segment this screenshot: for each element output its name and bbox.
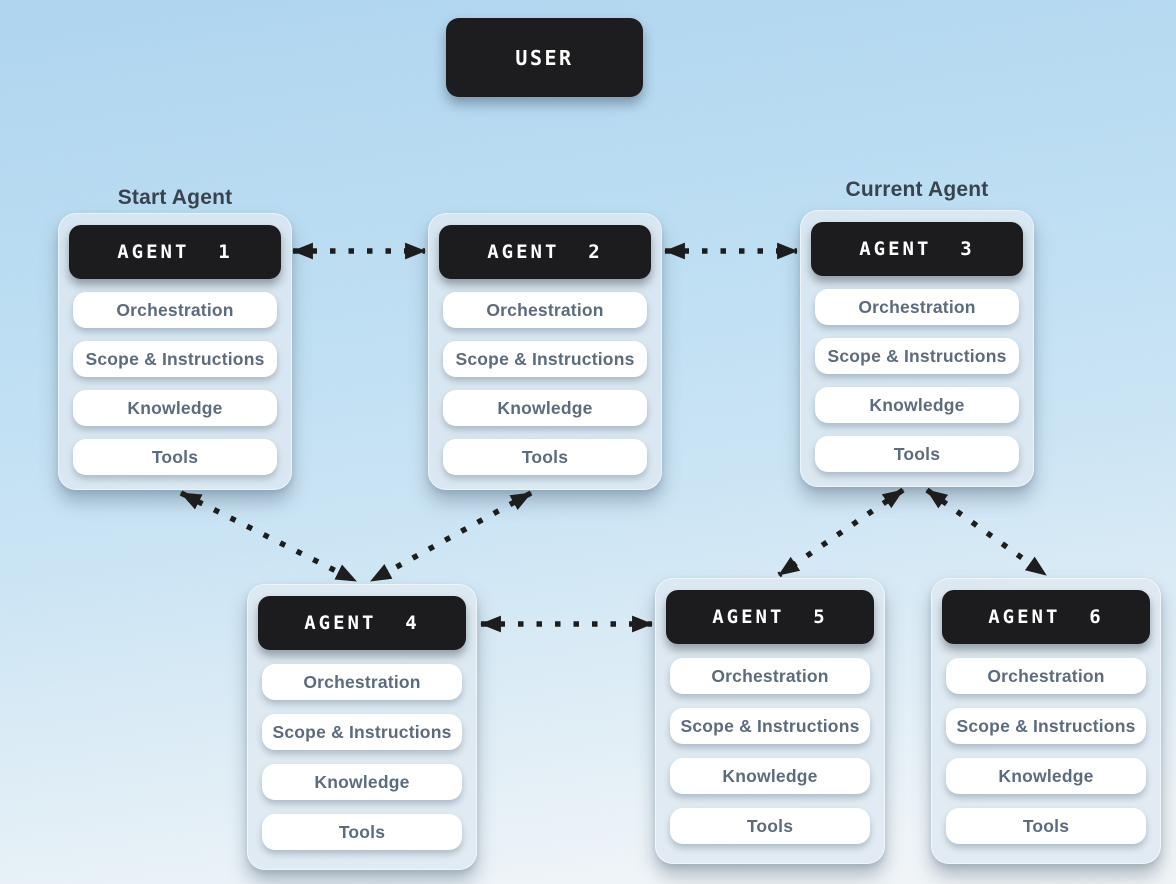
agent-4-pill-knowledge: Knowledge xyxy=(262,764,462,800)
agent-5-pill-tools: Tools xyxy=(670,808,870,844)
agent-6-pill-tools: Tools xyxy=(946,808,1146,844)
agent-6-title: AGENT 6 xyxy=(988,606,1104,628)
edge-agent-2-agent-4 xyxy=(369,490,533,584)
agent-4-pill-tools: Tools xyxy=(262,814,462,850)
agent-2-title-bar: AGENT 2 xyxy=(439,225,651,279)
agent-5-title: AGENT 5 xyxy=(712,606,828,628)
agent-4-title: AGENT 4 xyxy=(304,612,420,634)
agent-1-pill-scope-instructions: Scope & Instructions xyxy=(73,341,277,377)
agent-4-pill-scope-instructions: Scope & Instructions xyxy=(262,714,462,750)
user-node-label: USER xyxy=(515,45,574,70)
agent-2-pill-scope-instructions: Scope & Instructions xyxy=(443,341,647,377)
agent-5-title-bar: AGENT 5 xyxy=(666,590,874,644)
agent-3-title-bar: AGENT 3 xyxy=(811,222,1023,276)
agent-6-pill-orchestration: Orchestration xyxy=(946,658,1146,694)
agent-1-pill-tools: Tools xyxy=(73,439,277,475)
current-agent-label: Current Agent xyxy=(845,178,989,201)
agent-1-pill-orchestration: Orchestration xyxy=(73,292,277,328)
agent-4-title-bar: AGENT 4 xyxy=(258,596,466,650)
agent-3-pill-scope-instructions: Scope & Instructions xyxy=(815,338,1019,374)
agent-3-pill-tools: Tools xyxy=(815,436,1019,472)
agent-2-title: AGENT 2 xyxy=(487,241,603,263)
agent-5-pill-knowledge: Knowledge xyxy=(670,758,870,794)
agent-6-title-bar: AGENT 6 xyxy=(942,590,1150,644)
agent-2-pill-orchestration: Orchestration xyxy=(443,292,647,328)
agent-card-1: AGENT 1 Orchestration Scope & Instructio… xyxy=(58,213,292,490)
edge-agent-3-agent-6 xyxy=(925,487,1048,578)
agent-2-pill-knowledge: Knowledge xyxy=(443,390,647,426)
agent-2-pill-tools: Tools xyxy=(443,439,647,475)
agent-1-title-bar: AGENT 1 xyxy=(69,225,281,279)
agent-1-title: AGENT 1 xyxy=(117,241,233,263)
agent-3-title: AGENT 3 xyxy=(859,238,975,260)
agent-6-pill-knowledge: Knowledge xyxy=(946,758,1146,794)
agent-card-2: AGENT 2 Orchestration Scope & Instructio… xyxy=(428,213,662,490)
agent-3-pill-knowledge: Knowledge xyxy=(815,387,1019,423)
agent-card-6: AGENT 6 Orchestration Scope & Instructio… xyxy=(931,578,1161,864)
agent-6-pill-scope-instructions: Scope & Instructions xyxy=(946,708,1146,744)
edge-agent-3-agent-5 xyxy=(777,487,905,578)
user-node: USER xyxy=(446,18,643,97)
agent-1-pill-knowledge: Knowledge xyxy=(73,390,277,426)
agent-card-3: AGENT 3 Orchestration Scope & Instructio… xyxy=(800,210,1034,487)
agent-3-pill-orchestration: Orchestration xyxy=(815,289,1019,325)
agent-5-pill-orchestration: Orchestration xyxy=(670,658,870,694)
start-agent-label: Start Agent xyxy=(117,186,233,209)
agent-card-5: AGENT 5 Orchestration Scope & Instructio… xyxy=(655,578,885,864)
agent-card-4: AGENT 4 Orchestration Scope & Instructio… xyxy=(247,584,477,870)
agent-4-pill-orchestration: Orchestration xyxy=(262,664,462,700)
edge-agent-1-agent-4 xyxy=(179,490,358,584)
agent-5-pill-scope-instructions: Scope & Instructions xyxy=(670,708,870,744)
